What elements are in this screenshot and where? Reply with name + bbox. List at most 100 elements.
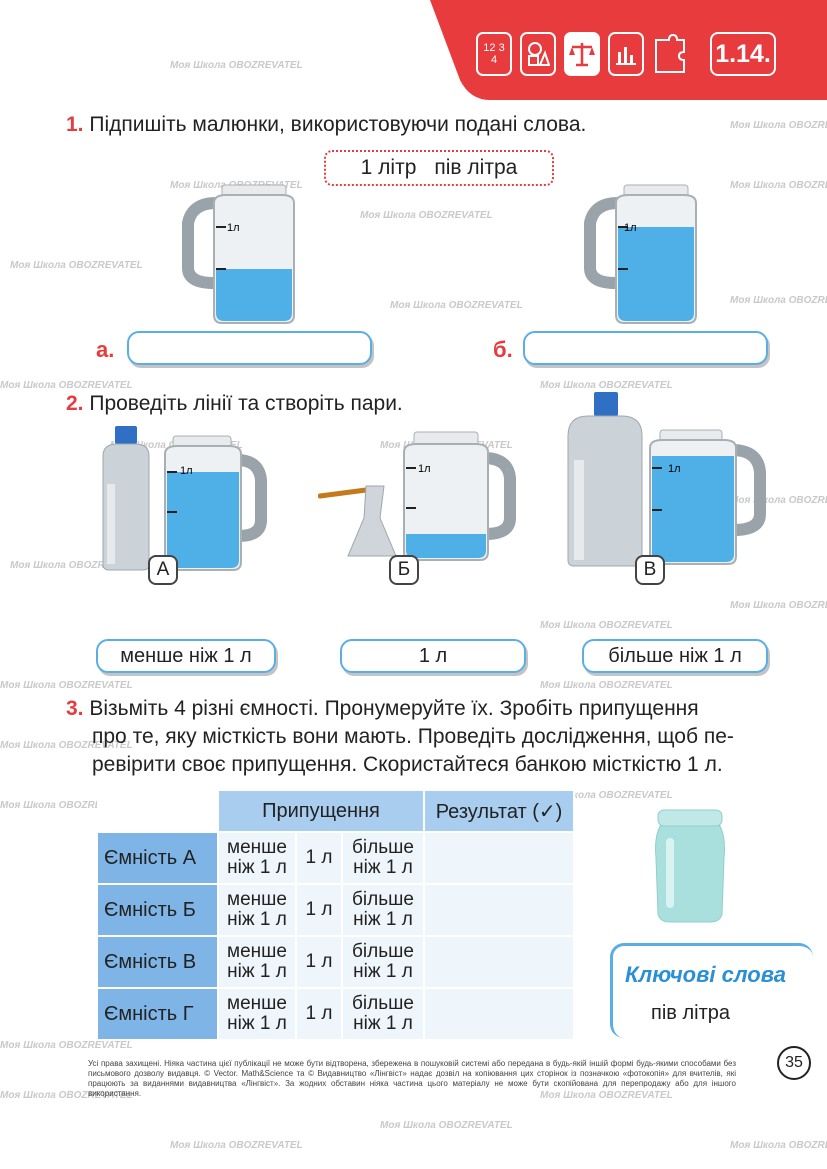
numbers-icon-text: 12 34 <box>483 42 505 66</box>
answer-b-letter: б. <box>493 337 513 362</box>
task3-number: 3. <box>66 697 84 720</box>
cell-more[interactable]: більше ніж 1 л <box>341 831 425 885</box>
keywords-box: Ключові слова пів літра <box>610 943 813 1038</box>
watermark-text: Моя Школа OBOZREVATEL <box>540 680 673 691</box>
copyright-footer: Усі права захищені. Ніяка частина цієї п… <box>88 1059 736 1098</box>
row-label: Ємність А <box>96 831 219 885</box>
answer-a-field[interactable] <box>127 331 372 365</box>
row-label: Ємність В <box>96 935 219 989</box>
cell-result[interactable] <box>423 935 575 989</box>
cell-equal[interactable]: 1 л <box>295 987 343 1041</box>
watermark-text: Моя Школа OBOZREVATEL <box>10 560 143 571</box>
task1-number: 1. <box>66 113 84 136</box>
cell-equal[interactable]: 1 л <box>295 831 343 885</box>
watermark-text: Моя Школа OBOZREVATEL <box>540 1090 673 1101</box>
watermark-text: Моя Школа OBOZREVATEL <box>730 1140 827 1151</box>
group-c-illustration: 1л <box>567 392 766 567</box>
task3-text-line2: про те, яку місткість вони мають. Провед… <box>92 725 734 748</box>
task3-text-line3: ревірити своє припущення. Скористайтеся … <box>92 753 723 776</box>
watermark-text: Моя Школа OBOZREVATEL <box>380 1120 513 1131</box>
cell-more[interactable]: більше ніж 1 л <box>341 935 425 989</box>
puzzle-icon-glyph <box>655 34 685 73</box>
task1-word-box: 1 літр пів літра <box>324 150 554 186</box>
watermark-text: Моя Школа OBOZREVATEL <box>540 790 673 801</box>
task1-text: Підпишіть малюнки, використовуючи подані… <box>89 113 587 136</box>
watermark-text: Моя Школа OBOZREVATEL <box>10 260 143 271</box>
watermark-text: Моя Школа OBOZREVATEL <box>0 1090 133 1101</box>
cell-result[interactable] <box>423 987 575 1041</box>
shapes-icon-glyph <box>528 42 550 66</box>
tag-a: А <box>148 555 178 585</box>
keywords-word: пів літра <box>651 1002 730 1024</box>
cell-more[interactable]: більше ніж 1 л <box>341 883 425 937</box>
watermark-text: Моя Школа OBOZREVATEL <box>730 180 827 191</box>
table-row: Ємність Б менше ніж 1 л 1 л більше ніж 1… <box>96 883 575 937</box>
row-label: Ємність Б <box>96 883 219 937</box>
cell-result[interactable] <box>423 831 575 885</box>
watermark-text: Моя Школа OBOZREVATEL <box>170 60 303 71</box>
cell-less[interactable]: менше ніж 1 л <box>217 883 297 937</box>
task1-word-half-liter: пів літра <box>434 156 518 179</box>
header-guess: Припущення <box>217 789 425 833</box>
cell-result[interactable] <box>423 883 575 937</box>
watermark-text: Моя Школа OBOZREVATEL <box>730 295 827 306</box>
answer-a-letter: а. <box>96 337 115 362</box>
scales-icon-glyph <box>569 43 595 67</box>
jar1-mark: 1л <box>227 222 240 234</box>
tag-b: Б <box>389 555 419 585</box>
jar-half-liter-illustration: 1л <box>182 184 295 324</box>
task3-text-line1: Візьміть 4 різні ємності. Пронумеруйте ї… <box>89 697 699 720</box>
cell-more[interactable]: більше ніж 1 л <box>341 987 425 1041</box>
puzzle-icon[interactable] <box>652 32 688 76</box>
cell-less[interactable]: менше ніж 1 л <box>217 831 297 885</box>
task3-heading: 3. Візьміть 4 різні ємності. Пронумеруйт… <box>66 695 778 779</box>
cell-less[interactable]: менше ніж 1 л <box>217 935 297 989</box>
scales-icon[interactable] <box>564 32 600 76</box>
cell-equal[interactable]: 1 л <box>295 935 343 989</box>
task2-text: Проведіть лінії та створіть пари. <box>89 392 403 415</box>
watermark-text: Моя Школа OBOZREVATEL <box>540 620 673 631</box>
keywords-title: Ключові слова <box>625 962 786 987</box>
watermark-text: Моя Школа OBOZREVATEL <box>730 495 827 506</box>
task2-heading: 2. Проведіть лінії та створіть пари. <box>66 392 403 416</box>
watermark-text: Моя Школа OBOZREVATEL <box>0 380 133 391</box>
guess-result-table: Припущення Результат (✓) Ємність А менше… <box>96 789 575 1041</box>
label-one-liter[interactable]: 1 л <box>340 639 526 673</box>
numbers-icon[interactable]: 12 34 <box>476 32 512 76</box>
jar-c-mark: 1л <box>668 463 681 475</box>
watermark-text: Моя Школа OBOZREVATEL <box>730 600 827 611</box>
group-b-illustration: 1л <box>318 431 516 561</box>
header-result: Результат (✓) <box>423 789 575 833</box>
answer-b-field[interactable] <box>523 331 768 365</box>
page-number: 35 <box>777 1046 811 1080</box>
header-banner: 12 34 1.14. <box>430 0 827 100</box>
table-corner <box>97 790 218 832</box>
jar2-mark: 1л <box>624 222 637 234</box>
watermark-text: Моя Школа OBOZREVATEL <box>0 1040 133 1051</box>
lesson-number: 1.14. <box>710 32 776 76</box>
watermark-text: Моя Школа OBOZREVATEL <box>390 300 523 311</box>
jar-a-mark: 1л <box>180 465 193 477</box>
watermark-text: Моя Школа OBOZREVATEL <box>0 800 133 811</box>
table-row: Ємність А менше ніж 1 л 1 л більше ніж 1… <box>96 831 575 885</box>
task1-heading: 1. Підпишіть малюнки, використовуючи под… <box>66 113 586 137</box>
watermark-text: Моя Школа OBOZREVATEL <box>0 740 133 751</box>
label-more-than-liter[interactable]: більше ніж 1 л <box>582 639 768 673</box>
row-label: Ємність Г <box>96 987 219 1041</box>
cell-equal[interactable]: 1 л <box>295 883 343 937</box>
shapes-icon[interactable] <box>520 32 556 76</box>
watermark-text: Моя Школа OBOZREVATEL <box>0 680 133 691</box>
bar-chart-icon-glyph <box>616 47 636 65</box>
glass-jar-illustration <box>655 809 725 923</box>
table-row: Ємність В менше ніж 1 л 1 л більше ніж 1… <box>96 935 575 989</box>
task2-number: 2. <box>66 392 84 415</box>
tag-c: В <box>635 555 665 585</box>
bar-chart-icon[interactable] <box>608 32 644 76</box>
cell-less[interactable]: менше ніж 1 л <box>217 987 297 1041</box>
watermark-text: Моя Школа OBOZREVATEL <box>540 380 673 391</box>
task1-word-liter: 1 літр <box>360 156 417 179</box>
watermark-text: Моя Школа OBOZREVATEL <box>730 120 827 131</box>
label-less-than-liter[interactable]: менше ніж 1 л <box>96 639 276 673</box>
table-header-row: Припущення Результат (✓) <box>97 789 575 833</box>
jar-one-liter-illustration: 1л <box>584 184 697 324</box>
